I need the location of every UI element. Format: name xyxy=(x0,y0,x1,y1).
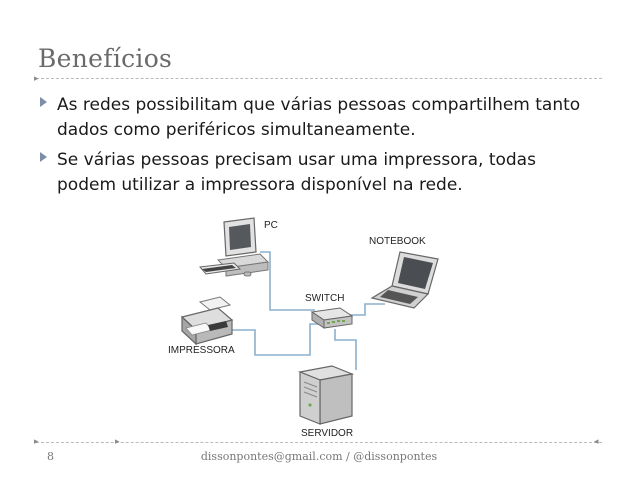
bullet-text: As redes possibilitam que várias pessoas… xyxy=(57,95,581,140)
server-cable xyxy=(334,329,357,370)
footer-credit: dissonpontes@gmail.com / @dissonpontes xyxy=(200,450,438,463)
bullet-item: As redes possibilitam que várias pessoas… xyxy=(40,93,600,143)
pc-cable xyxy=(260,251,315,311)
server-label: SERVIDOR xyxy=(301,428,353,439)
title-divider xyxy=(36,78,602,79)
bullet-arrow-icon xyxy=(40,152,47,162)
bullet-text: Se várias pessoas precisam usar uma impr… xyxy=(57,150,536,195)
switch-icon xyxy=(310,307,354,329)
switch-label: SWITCH xyxy=(305,293,344,304)
footer-divider-marker: ◂ xyxy=(594,437,599,447)
title-divider-marker: ▸ xyxy=(34,74,39,84)
bullet-item: Se várias pessoas precisam usar uma impr… xyxy=(40,148,600,198)
printer-label: IMPRESSORA xyxy=(168,345,235,356)
notebook-icon xyxy=(370,251,439,309)
footer-divider xyxy=(36,442,602,443)
footer-divider-marker: ▸ xyxy=(34,437,39,447)
notebook-cable xyxy=(350,303,385,316)
pc-icon xyxy=(199,217,270,277)
pc-label: PC xyxy=(264,220,278,231)
server-icon xyxy=(297,365,355,425)
bullet-list: As redes possibilitam que várias pessoas… xyxy=(40,93,600,203)
page-number: 8 xyxy=(47,450,54,463)
network-cables xyxy=(230,251,385,370)
printer-icon xyxy=(180,296,234,346)
slide-title: Benefícios xyxy=(38,44,173,73)
printer-cable xyxy=(230,323,320,356)
bullet-arrow-icon xyxy=(40,97,47,107)
network-diagram: PC NOTEBOOK SWITCH IMPRESSORA SE xyxy=(168,217,439,439)
notebook-label: NOTEBOOK xyxy=(369,236,426,247)
footer-divider-marker: ▸ xyxy=(115,437,120,447)
